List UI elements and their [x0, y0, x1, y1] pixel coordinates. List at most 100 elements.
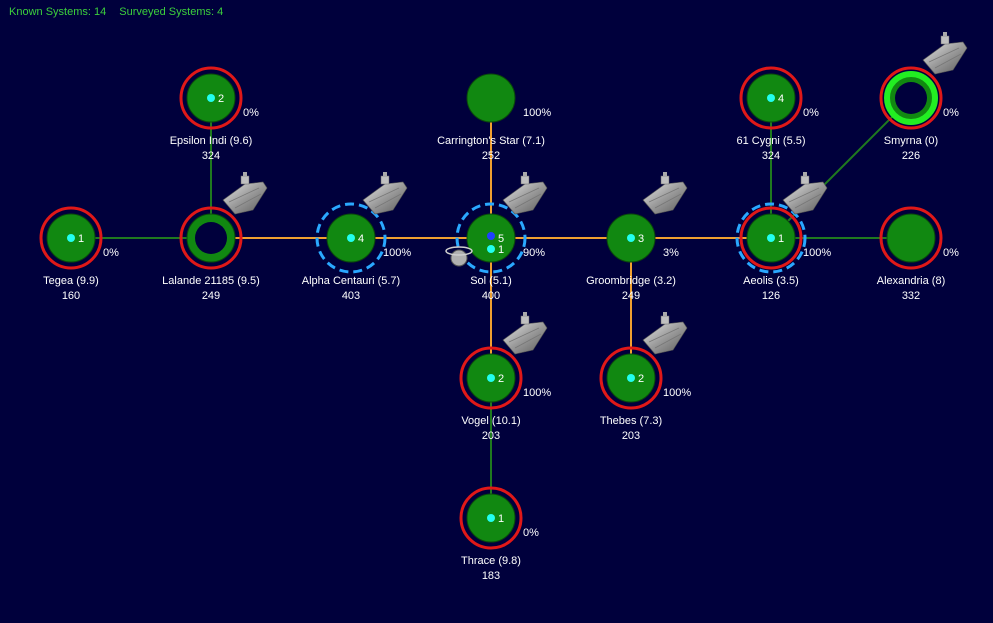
system-alexandria[interactable]: 0%Alexandria (8)332 — [877, 206, 959, 302]
home-planet-ring-icon — [445, 246, 473, 256]
system-smyrna[interactable]: 0% Smyrna (0) 226 — [879, 31, 968, 162]
system-name-label[interactable]: Epsilon Indi (9.6) — [170, 135, 253, 147]
population-dot-icon — [627, 234, 635, 242]
surveyed-systems-label: Surveyed Systems: 4 — [119, 6, 224, 18]
star-systems: 20%Epsilon Indi (9.6)324100%Carrington's… — [39, 31, 968, 582]
system-value-label: 226 — [902, 150, 920, 162]
system-name-label[interactable]: Vogel (10.1) — [461, 415, 520, 427]
fleet-ring — [455, 202, 527, 274]
system-count-badge: 2 — [498, 373, 504, 385]
system-count-badge-secondary: 1 — [498, 244, 504, 256]
system-groombridge[interactable]: 3 3% Groombridge (3.2) 249 — [586, 171, 688, 302]
system-name-label[interactable]: Tegea (9.9) — [43, 275, 99, 287]
fleet-marker-icon — [487, 232, 495, 240]
control-ring — [39, 206, 103, 270]
system-name-label[interactable]: Sol (5.1) — [470, 275, 512, 287]
control-ring — [179, 66, 243, 130]
control-ring — [739, 66, 803, 130]
system-value-label: 203 — [482, 430, 500, 442]
control-ring — [879, 206, 943, 270]
system-alpha[interactable]: 4 100% Alpha Centauri (5.7) 403 — [302, 171, 412, 302]
survey-percent-label: 0% — [803, 107, 819, 119]
warship-icon[interactable] — [362, 171, 408, 215]
survey-percent-label: 90% — [523, 247, 545, 259]
system-lalande[interactable]: Lalande 21185 (9.5) 249 — [162, 171, 268, 302]
system-name-label[interactable]: Aeolis (3.5) — [743, 275, 799, 287]
survey-percent-label: 100% — [383, 247, 411, 259]
system-count-badge: 2 — [218, 93, 224, 105]
system-value-label: 332 — [902, 290, 920, 302]
control-ring — [599, 346, 663, 410]
status-header: Known Systems: 14 Surveyed Systems: 4 — [9, 6, 233, 18]
population-dot-icon — [487, 514, 495, 522]
population-dot-icon — [627, 374, 635, 382]
system-name-label[interactable]: Thebes (7.3) — [600, 415, 662, 427]
control-ring — [179, 206, 243, 270]
survey-percent-label: 0% — [103, 247, 119, 259]
system-value-label: 403 — [342, 290, 360, 302]
system-value-label: 249 — [202, 290, 220, 302]
population-dot-icon — [347, 234, 355, 242]
system-thrace[interactable]: 1 0% Thrace (9.8) 183 — [459, 486, 539, 582]
warship-icon[interactable] — [502, 311, 548, 355]
population-dot-icon — [767, 94, 775, 102]
population-dot-icon — [67, 234, 75, 242]
survey-percent-label: 0% — [243, 107, 259, 119]
star-hollow-core — [895, 82, 927, 114]
fleet-ring — [735, 202, 807, 274]
warship-icon[interactable] — [922, 31, 968, 75]
system-name-label[interactable]: Alpha Centauri (5.7) — [302, 275, 400, 287]
fleet-ring — [315, 202, 387, 274]
survey-percent-label: 0% — [523, 527, 539, 539]
system-count-badge: 3 — [638, 233, 644, 245]
system-name-label[interactable]: 61 Cygni (5.5) — [736, 135, 805, 147]
system-cygni[interactable]: 4 0% 61 Cygni (5.5) 324 — [736, 66, 819, 162]
system-name-label[interactable]: Alexandria (8) — [877, 275, 945, 287]
system-name-label[interactable]: Groombridge (3.2) — [586, 275, 676, 287]
population-dot-icon — [767, 234, 775, 242]
system-value-label: 400 — [482, 290, 500, 302]
system-name-label[interactable]: Lalande 21185 (9.5) — [162, 275, 260, 287]
system-epsilon[interactable]: 2 0% Epsilon Indi (9.6) 324 — [170, 66, 259, 162]
system-value-label: 324 — [762, 150, 780, 162]
system-name-label[interactable]: Carrington's Star (7.1) — [437, 135, 545, 147]
star-hollow-core — [195, 222, 227, 254]
survey-percent-label: 3% — [663, 247, 679, 259]
system-carrington[interactable]: 100%Carrington's Star (7.1)252 — [437, 73, 551, 162]
system-count-badge: 1 — [498, 513, 504, 525]
control-ring — [879, 66, 943, 130]
warship-icon[interactable] — [222, 171, 268, 215]
system-name-label[interactable]: Smyrna (0) — [884, 135, 938, 147]
control-ring — [739, 206, 803, 270]
highlight-ring — [884, 71, 938, 125]
warship-icon[interactable] — [502, 171, 548, 215]
system-count-badge: 1 — [778, 233, 784, 245]
system-count-badge: 4 — [358, 233, 364, 245]
control-ring — [459, 346, 523, 410]
system-count-badge: 4 — [778, 93, 784, 105]
warship-icon[interactable] — [782, 171, 828, 215]
system-value-label: 160 — [62, 290, 80, 302]
system-count-badge: 2 — [638, 373, 644, 385]
survey-percent-label: 100% — [663, 387, 691, 399]
system-thebes[interactable]: 2 100% Thebes (7.3) 203 — [599, 311, 692, 442]
star-body[interactable] — [886, 213, 936, 263]
system-value-label: 183 — [482, 570, 500, 582]
known-systems-label: Known Systems: 14 — [9, 6, 107, 18]
population-dot-icon — [487, 245, 495, 253]
system-sol[interactable]: 51 90% Sol (5.1) 400 — [445, 171, 548, 302]
star-body[interactable] — [466, 73, 516, 123]
survey-percent-label: 100% — [803, 247, 831, 259]
system-value-label: 249 — [622, 290, 640, 302]
warship-icon[interactable] — [642, 171, 688, 215]
system-value-label: 324 — [202, 150, 220, 162]
system-name-label[interactable]: Thrace (9.8) — [461, 555, 521, 567]
warship-icon[interactable] — [642, 311, 688, 355]
system-count-badge: 5 — [498, 233, 504, 245]
system-value-label: 203 — [622, 430, 640, 442]
survey-percent-label: 0% — [943, 107, 959, 119]
system-tegea[interactable]: 10%Tegea (9.9)160 — [39, 206, 119, 302]
